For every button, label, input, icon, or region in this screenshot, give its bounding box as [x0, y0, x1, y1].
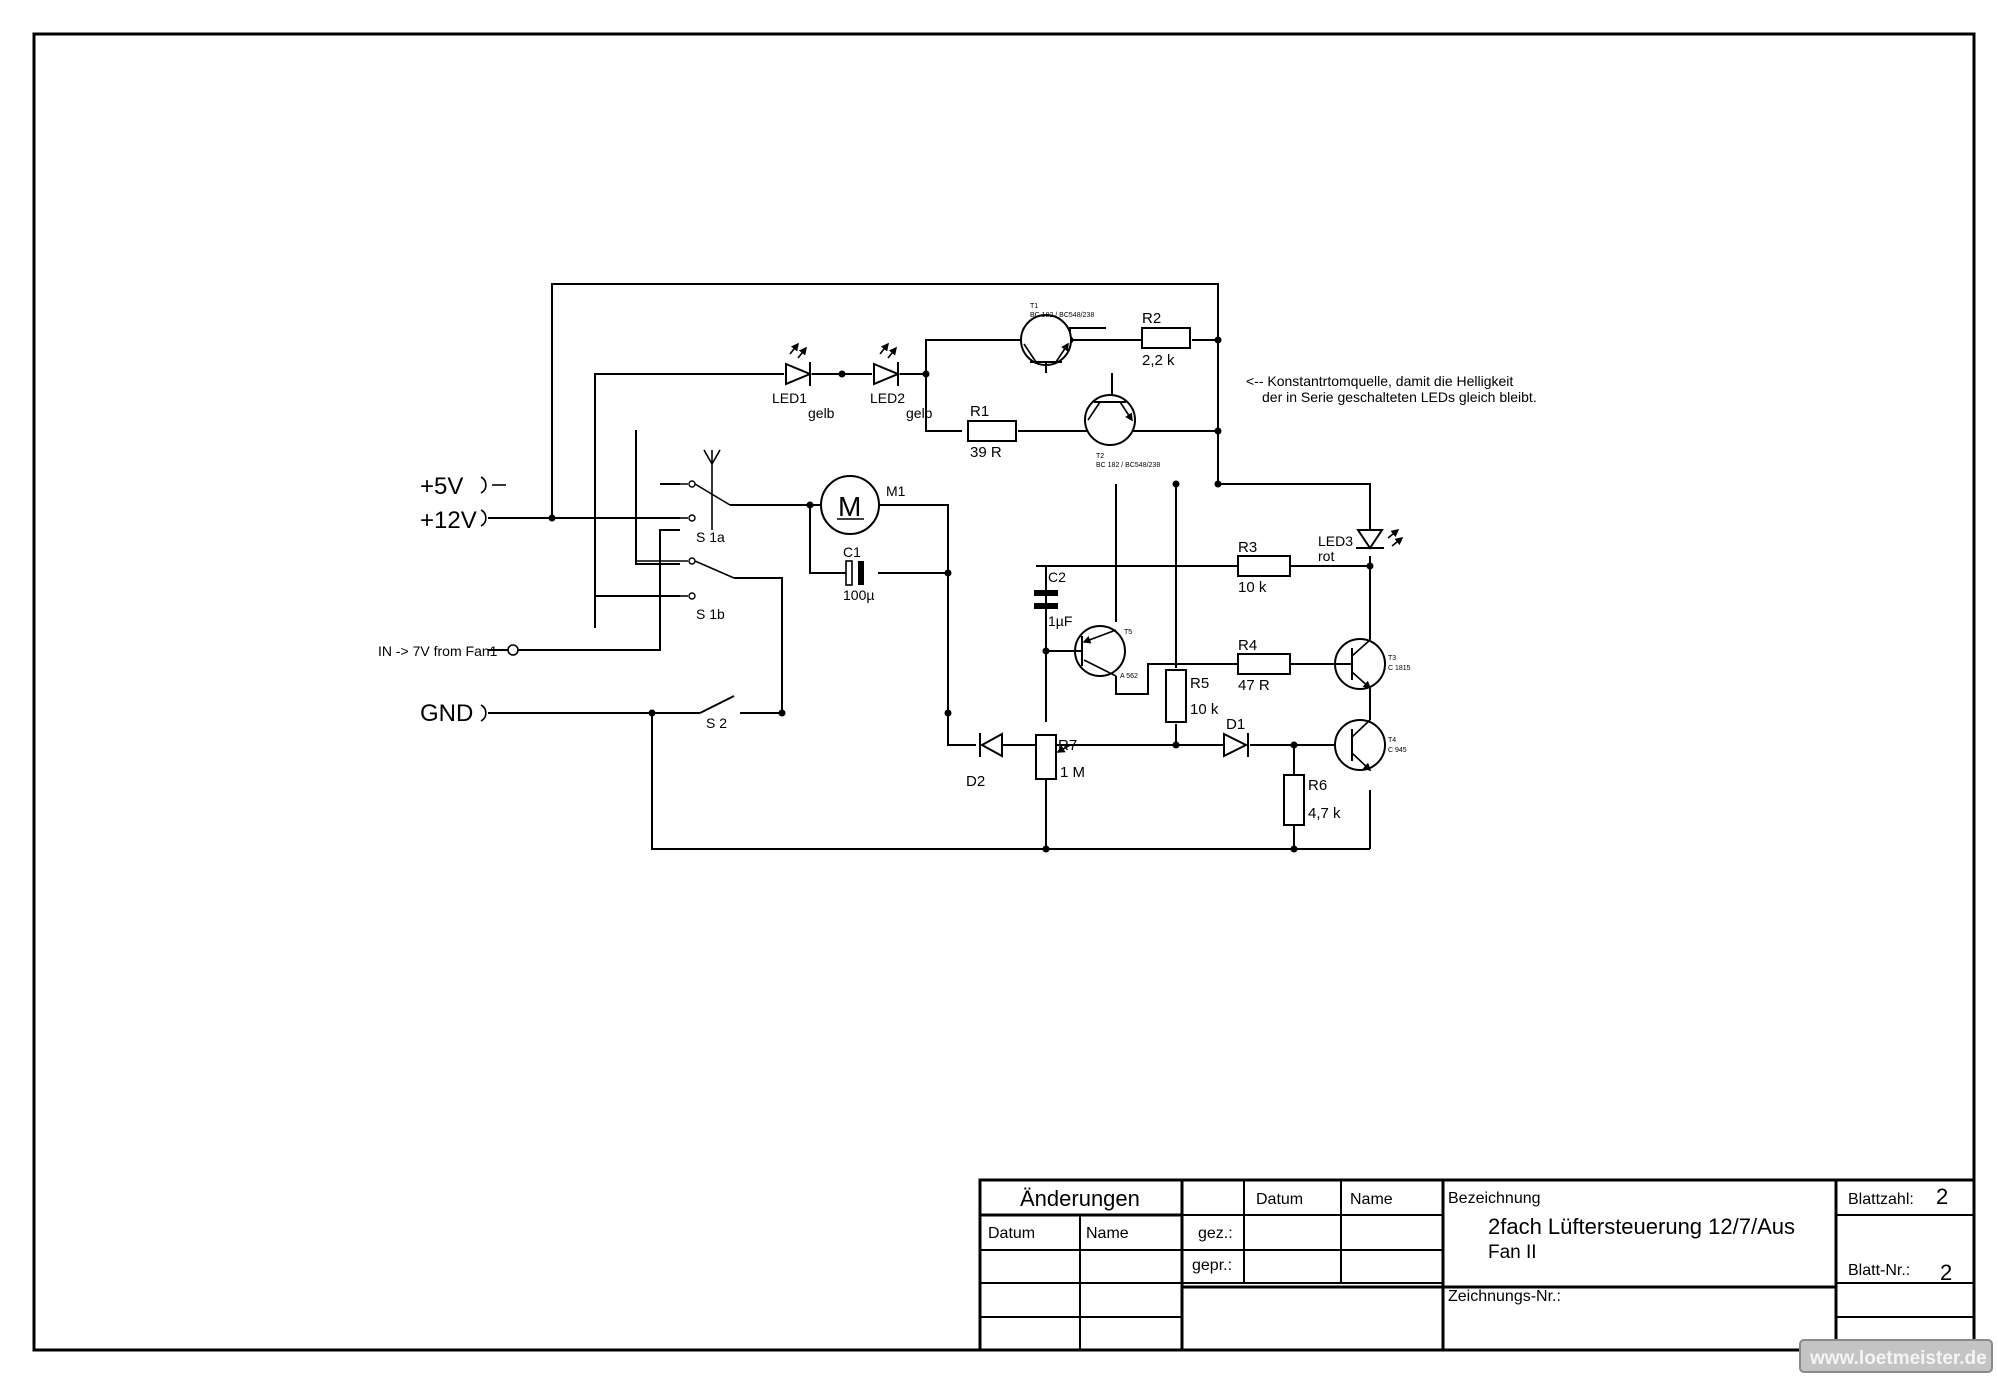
switch-s2: S 2 [699, 695, 782, 731]
port-input: IN -> 7V from Fan1 [378, 643, 519, 659]
r5-label: R5 [1190, 675, 1209, 692]
port-input-label: IN -> 7V from Fan1 [378, 643, 498, 659]
port-12v-label: +12V [420, 507, 477, 534]
resistor-r4: R4 47 R [1237, 637, 1291, 694]
title-blattzahl-label: Blattzahl: [1848, 1191, 1914, 1208]
title-datum: Datum [1256, 1191, 1303, 1208]
c2-value: 1µF [1048, 613, 1072, 629]
motor-m1-label: M1 [886, 483, 906, 499]
led3-label: LED3 [1318, 533, 1353, 549]
junction-dots [548, 336, 1374, 853]
title-zeichnungsnr: Zeichnungs-Nr.: [1448, 1288, 1561, 1305]
title-block [978, 1178, 1976, 1352]
port-5v: +5V [420, 473, 487, 500]
led3-color: rot [1318, 548, 1334, 564]
switch-s1b: S 1b [636, 557, 735, 622]
d1-label: D1 [1226, 716, 1245, 733]
r6-label: R6 [1308, 777, 1327, 794]
r5-value: 10 k [1190, 701, 1219, 718]
transistor-t4: T4 C 945 [1334, 719, 1407, 772]
t4-label: T4 [1388, 737, 1396, 744]
diode-d1: D1 [1223, 716, 1249, 758]
c2-label: C2 [1048, 569, 1066, 585]
c1-value: 100µ [843, 587, 874, 603]
t4-type: C 945 [1388, 747, 1407, 754]
t2-label: T2 [1096, 453, 1104, 460]
transistor-t3: T3 C 1815 [1330, 638, 1411, 690]
led2-label: LED2 [870, 390, 905, 406]
resistor-r2: R2 2,2 k [1141, 310, 1191, 369]
led3: LED3 rot [1318, 529, 1404, 564]
title-bezeichnung: Bezeichnung [1448, 1190, 1541, 1207]
resistor-r6: R6 4,7 k [1283, 774, 1341, 826]
port-5v-label: +5V [420, 473, 463, 500]
motor-glyph: M [838, 491, 861, 522]
title-blattzahl: 2 [1936, 1184, 1948, 1209]
switch-s1a-label: S 1a [696, 529, 725, 545]
title-gez: gez.: [1198, 1225, 1233, 1242]
transistor-t1: T1 BC 182 / BC548/238 [1020, 303, 1094, 373]
r2-label: R2 [1142, 310, 1161, 327]
switch-s1b-label: S 1b [696, 606, 725, 622]
annotation-line2: der in Serie geschalteten LEDs gleich bl… [1262, 389, 1537, 405]
title-name-left: Name [1086, 1225, 1129, 1242]
resistor-r5: R5 10 k [1165, 669, 1219, 723]
r4-label: R4 [1238, 637, 1257, 654]
watermark: www.loetmeister.de [1799, 1339, 1993, 1373]
title-blattnr: 2 [1940, 1260, 1952, 1285]
diode-d2: D2 [966, 732, 1003, 790]
drawing-subtitle: Fan II [1488, 1242, 1537, 1263]
led2: LED2 gelb [870, 342, 933, 421]
led1-color: gelb [808, 405, 835, 421]
title-datum-left: Datum [988, 1225, 1035, 1242]
r1-value: 39 R [970, 444, 1002, 461]
transistor-t2: T2 BC 182 / BC548/238 [1084, 394, 1160, 469]
capacitor-c1: C1 100µ [843, 544, 874, 603]
switch-s1a: S 1a [660, 480, 731, 545]
r3-label: R3 [1238, 539, 1257, 556]
title-gepr: gepr.: [1192, 1257, 1232, 1274]
r7-value: 1 M [1060, 764, 1085, 781]
switch-s1-actuator [703, 449, 721, 530]
title-blattnr-label: Blatt-Nr.: [1848, 1262, 1910, 1279]
drawing-frame [32, 32, 1976, 1352]
t3-type: C 1815 [1388, 665, 1411, 672]
t1-type: BC 182 / BC548/238 [1030, 312, 1094, 319]
switch-s2-label: S 2 [706, 715, 727, 731]
t5-type: A 562 [1120, 673, 1138, 680]
led2-color: gelb [906, 405, 933, 421]
annotation-line1: <-- Konstantrtomquelle, damit die Hellig… [1246, 373, 1513, 389]
transistor-t5: T5 A 562 [1074, 625, 1138, 680]
r2-value: 2,2 k [1142, 352, 1175, 369]
t5-label: T5 [1124, 629, 1132, 636]
resistor-r1: R1 39 R [967, 403, 1017, 461]
watermark-text: www.loetmeister.de [1809, 1348, 1987, 1369]
r7-label: R7 [1058, 737, 1077, 754]
t2-type: BC 182 / BC548/238 [1096, 462, 1160, 469]
t3-label: T3 [1388, 655, 1396, 662]
led1-label: LED1 [772, 390, 807, 406]
d2-label: D2 [966, 773, 985, 790]
r6-value: 4,7 k [1308, 805, 1341, 822]
c1-label: C1 [843, 544, 861, 560]
potentiometer-r7: R7 1 M [1035, 734, 1085, 781]
r3-value: 10 k [1238, 579, 1267, 596]
r4-value: 47 R [1238, 677, 1270, 694]
title-name: Name [1350, 1191, 1393, 1208]
wires [488, 283, 1371, 850]
title-changes: Änderungen [1020, 1186, 1140, 1211]
motor-m1: M M1 [810, 475, 906, 535]
port-gnd: GND [420, 700, 487, 727]
drawing-title: 2fach Lüftersteuerung 12/7/Aus [1488, 1214, 1795, 1239]
led1: LED1 gelb [772, 342, 835, 421]
t1-label: T1 [1030, 303, 1038, 310]
capacitor-c2: C2 1µF [1034, 569, 1072, 629]
port-gnd-label: GND [420, 700, 473, 727]
r1-label: R1 [970, 403, 989, 420]
resistor-r3: R3 10 k [1237, 539, 1291, 596]
port-12v: +12V [420, 507, 487, 534]
